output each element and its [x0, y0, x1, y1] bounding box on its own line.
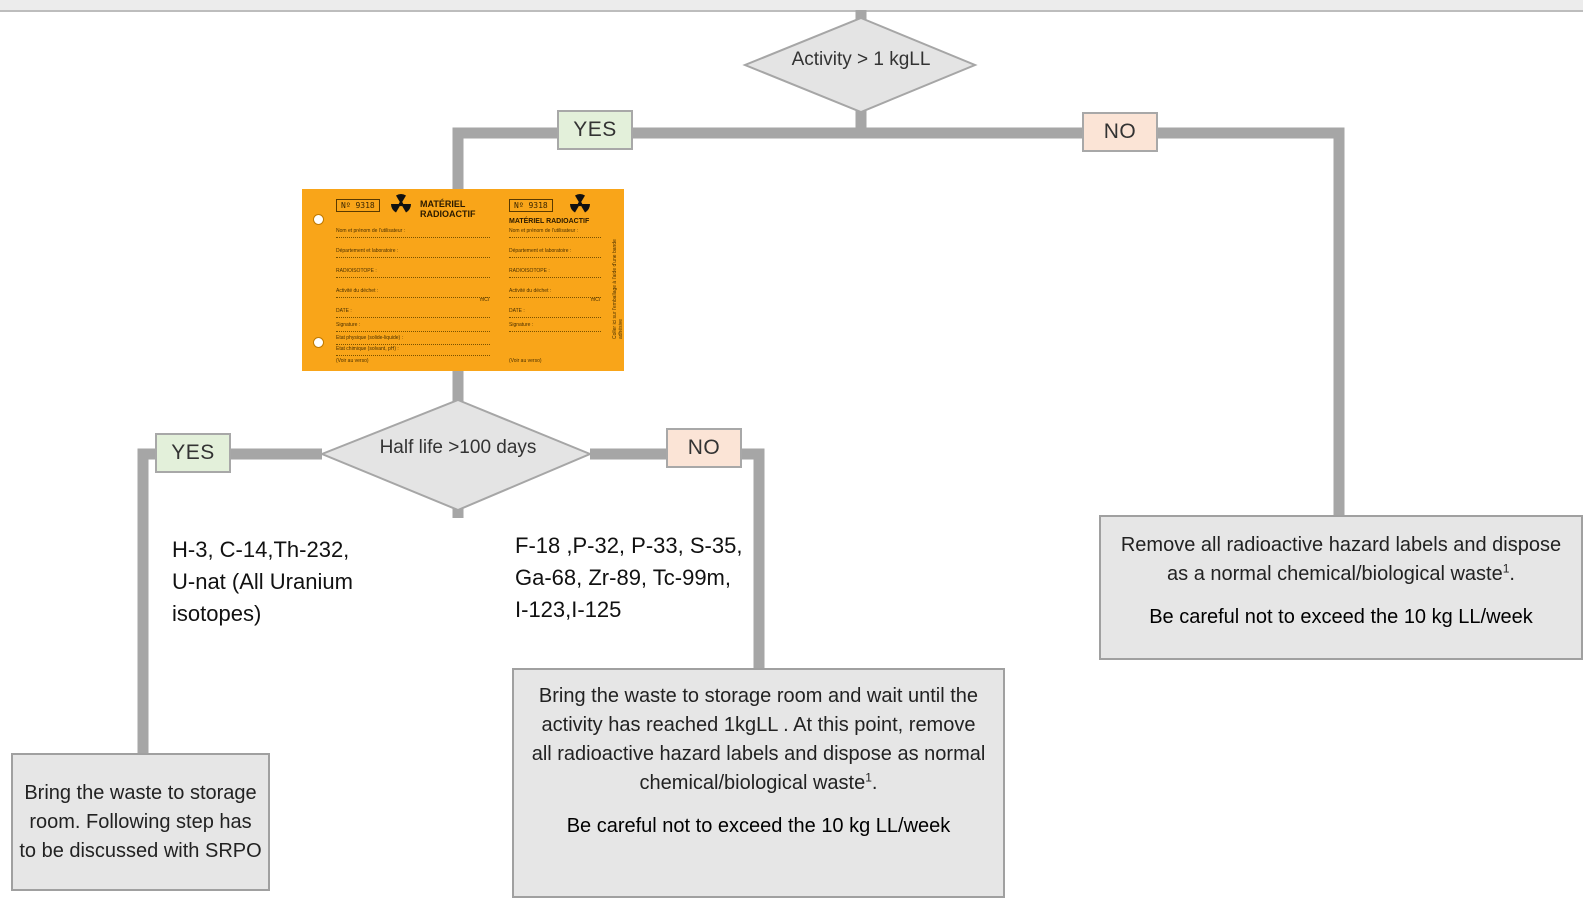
radioactive-hazard-label: Nº 9318 MATÉRIEL RADIOACTIF Nom et préno…	[302, 189, 624, 371]
label-field-unit: mCi	[480, 297, 489, 303]
box-line: room. Following step has	[29, 811, 252, 833]
label-stub-right: Nº 9318 MATÉRIEL RADIOACTIF Nom et préno…	[509, 194, 613, 365]
decision-root-diamond	[742, 16, 978, 114]
label-title-line1: MATÉRIEL	[420, 199, 466, 209]
box-line: as a normal chemical/biological waste1.	[1167, 561, 1515, 585]
box-line: to be discussed with SRPO	[19, 840, 262, 862]
connector-halflife-yes	[137, 448, 322, 753]
weekly-limit-warning: Be careful not to exceed the 10 kg LL/we…	[566, 815, 951, 837]
isotope-line: I-123,I-125	[515, 597, 622, 622]
decision-halflife-text: Half life >100 days	[379, 437, 537, 458]
action-decay-storage-box: Bring the waste to storage room and wait…	[512, 668, 1005, 898]
label-field: (Voir au verso)	[509, 358, 542, 364]
decision-root-text: Activity > 1 kgLL	[791, 49, 931, 70]
connector-root-bar	[452, 127, 1345, 516]
label-field: DATE :	[336, 308, 490, 318]
branch-root-no-tag: NO	[1082, 112, 1158, 152]
box-line: activity has reached 1kgLL . At this poi…	[541, 714, 976, 736]
box-line: Bring the waste to storage room and wait…	[538, 685, 979, 707]
label-field: Etat chimique (solvant, pH) :	[336, 346, 490, 356]
box-line: Bring the waste to storage	[24, 782, 257, 804]
label-field: RADIOISOTOPE :	[336, 268, 490, 278]
label-field: DATE :	[509, 308, 601, 318]
branch-root-yes-tag: YES	[557, 110, 633, 150]
action-direct-disposal-box: Remove all radioactive hazard labels and…	[1099, 515, 1583, 660]
card-hole-bottom	[313, 337, 324, 348]
isotope-line: U-nat (All Uranium	[172, 569, 353, 594]
label-field: Nom et prénom de l'utilisateur :	[336, 228, 490, 238]
label-field: Nom et prénom de l'utilisateur :	[509, 228, 601, 238]
footnote-marker: 1	[865, 770, 872, 785]
isotope-line: isotopes)	[172, 601, 262, 626]
weekly-limit-warning: Be careful not to exceed the 10 kg LL/we…	[1149, 606, 1533, 628]
top-border	[0, 0, 1583, 12]
isotope-line: F-18 ,P-32, P-33, S-35,	[515, 533, 743, 558]
label-field: Activité du déchet :	[509, 288, 601, 298]
label-side-text: Coller ici sur l'emballage à l'aide d'un…	[612, 239, 624, 339]
label-number: Nº 9318	[509, 199, 553, 212]
action-storage-srpo-box: Bring the waste to storage room. Followi…	[11, 753, 270, 891]
isotope-line: H-3, C-14,Th-232,	[172, 537, 350, 562]
label-field: Signature :	[336, 322, 490, 332]
short-lived-isotopes: F-18 ,P-32, P-33, S-35, Ga-68, Zr-89, Tc…	[515, 530, 742, 626]
long-lived-isotopes: H-3, C-14,Th-232, U-nat (All Uranium iso…	[172, 534, 353, 630]
label-field: Etat physique (solide-liquide) :	[336, 335, 490, 345]
radiation-trefoil-icon	[570, 194, 590, 213]
box-line: all radioactive hazard labels and dispos…	[531, 743, 986, 765]
connector-halflife-no	[590, 448, 765, 668]
box-line: Remove all radioactive hazard labels and…	[1120, 534, 1562, 556]
card-hole-top	[313, 214, 324, 225]
label-stub-left: Nº 9318 MATÉRIEL RADIOACTIF Nom et préno…	[336, 194, 494, 365]
label-title: MATÉRIEL RADIOACTIF	[509, 218, 590, 225]
radiation-trefoil-icon	[391, 194, 411, 213]
label-title-line2: RADIOACTIF	[420, 209, 476, 219]
label-number: Nº 9318	[336, 199, 380, 212]
label-field: (Voir au verso)	[336, 358, 369, 364]
label-field: RADIOISOTOPE :	[509, 268, 601, 278]
branch-halflife-no-tag: NO	[666, 428, 742, 468]
footnote-marker: 1	[1502, 561, 1510, 576]
label-field: Signature :	[509, 322, 601, 332]
isotope-line: Ga-68, Zr-89, Tc-99m,	[515, 565, 731, 590]
label-field: Département et laboratoire :	[509, 248, 601, 258]
label-field: Département et laboratoire :	[336, 248, 490, 258]
box-line: chemical/biological waste1.	[639, 770, 878, 794]
label-field-unit: mCi	[591, 297, 600, 303]
decision-halflife-diamond	[319, 398, 593, 512]
branch-halflife-yes-tag: YES	[155, 433, 231, 473]
label-field: Activité du déchet :	[336, 288, 490, 298]
